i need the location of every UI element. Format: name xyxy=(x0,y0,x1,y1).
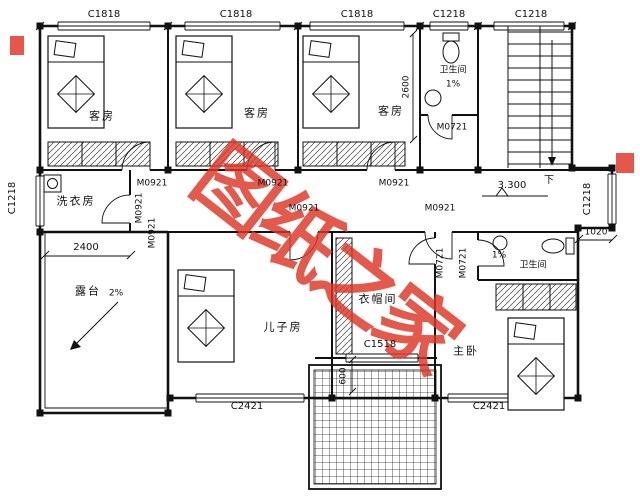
dimensions xyxy=(35,21,618,396)
level-marker xyxy=(482,187,548,197)
red-seal-left xyxy=(10,36,24,55)
room-label-terrace: 露台 xyxy=(75,284,101,298)
red-seal-right xyxy=(616,153,634,173)
window-label-c2421-left: C2421 xyxy=(230,401,264,412)
window-label-c1218-top2: C1218 xyxy=(514,9,548,20)
door-label-m0721-bath: M0721 xyxy=(458,247,469,279)
window-label-c1818-1: C1818 xyxy=(87,9,121,20)
dim-600: 600 xyxy=(338,367,349,385)
dim-1020: 1020 xyxy=(584,227,608,238)
windows xyxy=(35,21,617,403)
wardrobes xyxy=(47,141,577,355)
window-label-c1518: C1518 xyxy=(363,339,397,350)
interior-walls xyxy=(40,26,612,398)
door-label-m0921-master: M0921 xyxy=(424,203,456,214)
dim-2400: 2400 xyxy=(73,242,99,253)
window-label-c2421-right: C2421 xyxy=(472,401,506,412)
slope-arrow xyxy=(70,301,119,350)
door-label-m0921-1: M0921 xyxy=(136,178,168,189)
window-label-c1818-2: C1818 xyxy=(219,9,253,20)
window-label-c1218-left: C1218 xyxy=(7,181,18,215)
door-label-m0921-son: M0921 xyxy=(288,203,320,214)
room-label-bath-top: 卫生间 xyxy=(439,65,467,76)
door-label-m0721-closet: M0721 xyxy=(435,247,446,279)
door-label-m0921-2: M0921 xyxy=(257,178,289,189)
door-label-m0921-laundry2: M0921 xyxy=(147,217,158,249)
stairs-down-label: 下 xyxy=(544,175,554,186)
room-label-master: 主卧 xyxy=(453,344,479,358)
slope-label-bath-right: 1% xyxy=(491,250,507,261)
dim-2600: 2600 xyxy=(401,75,412,99)
fixtures xyxy=(43,32,575,255)
window-label-c1818-3: C1818 xyxy=(340,9,374,20)
room-label-closet: 衣帽间 xyxy=(358,292,398,306)
room-label-son: 儿子房 xyxy=(263,320,303,334)
room-label-bath-right: 卫生间 xyxy=(519,260,547,271)
slope-label-terrace: 2% xyxy=(108,288,124,299)
level-label: 3.300 xyxy=(497,180,527,191)
slope-label-bath-top: 1% xyxy=(445,79,461,90)
roof-hatch xyxy=(308,364,442,490)
room-label-guest3: 客房 xyxy=(378,104,404,118)
room-label-guest2: 客房 xyxy=(244,106,270,120)
room-label-guest1: 客房 xyxy=(89,109,115,123)
door-label-m0721-top: M0721 xyxy=(436,122,468,133)
room-label-laundry: 洗衣房 xyxy=(56,194,96,208)
window-label-c1218-top1: C1218 xyxy=(432,9,466,20)
door-label-m0921-3: M0921 xyxy=(378,178,410,189)
terrace-rail xyxy=(44,232,168,409)
doors xyxy=(101,114,505,267)
staircase xyxy=(507,26,572,168)
door-label-m0921-laundry1: M0921 xyxy=(134,192,145,224)
window-label-c1218-right: C1218 xyxy=(582,182,593,216)
